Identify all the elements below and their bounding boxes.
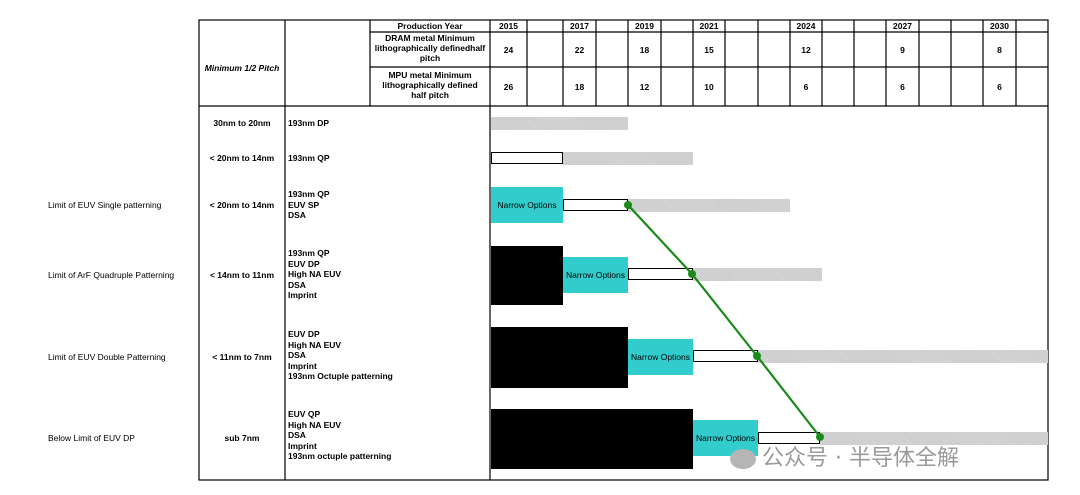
- tech-item: EUV DP: [288, 329, 320, 339]
- node-range-row-5: < 11nm to 7nm: [212, 352, 272, 362]
- narrow-options-row-6: Narrow Options: [693, 420, 758, 456]
- tech-item: High NA EUV: [288, 269, 342, 279]
- tech-item: Imprint: [288, 360, 317, 371]
- black-bar-row-6: [491, 409, 693, 469]
- gray-bar-row-4: [693, 268, 822, 281]
- gray-bar-row-6: [820, 432, 1048, 445]
- watermark: 公众号 · 半导体全解: [730, 440, 959, 472]
- mpu-label: MPU metal Minimum lithographically defin…: [382, 70, 478, 100]
- dram-2019: 18: [639, 45, 650, 55]
- tech-item: DSA: [288, 210, 306, 220]
- tech-item: DSA: [288, 350, 306, 360]
- dram-2030: 8: [997, 45, 1002, 55]
- mpu-2019: 12: [639, 82, 650, 92]
- limit-label-euv-double: Limit of EUV Double Patterning: [48, 352, 166, 362]
- tech-item: High NA EUV: [288, 419, 342, 430]
- mpu-2021: 10: [704, 82, 714, 92]
- tech-list-row-4: 193nm QP EUV DP High NA EUV DSA Imprint: [288, 248, 341, 301]
- tech-list-row-1: 193nm DP: [288, 118, 329, 129]
- trend-line-path: [627, 204, 821, 438]
- tech-item: EUV DP: [288, 258, 320, 269]
- year-2030: 2030: [990, 21, 1009, 31]
- white-bar-row-2: [491, 152, 563, 164]
- node-range-row-1: 30nm to 20nm: [213, 118, 271, 128]
- black-bar-row-4: [491, 246, 563, 305]
- minimum-half-pitch-label: Minimum 1/2 Pitch: [204, 63, 280, 73]
- node-range-row-6: sub 7nm: [224, 433, 260, 443]
- tech-item: 193nm octuple patterning: [288, 451, 392, 461]
- tech-item: Imprint: [288, 290, 317, 300]
- dram-2017: 22: [574, 45, 585, 55]
- gray-bar-row-1: [491, 117, 628, 130]
- trend-point: [624, 201, 632, 209]
- node-range-row-4: < 14nm to 11nm: [209, 270, 274, 280]
- tech-list-row-5: EUV DP High NA EUV DSA Imprint 193nm Oct…: [288, 329, 393, 382]
- tech-item: Imprint: [288, 440, 317, 451]
- tech-item: 193nm QP: [288, 189, 330, 199]
- watermark-text: 公众号 · 半导体全解: [762, 446, 959, 471]
- tech-item: 193nm DP: [288, 118, 330, 128]
- mpu-2027: 6: [900, 82, 905, 92]
- year-2017: 2017: [570, 21, 589, 31]
- tech-item: High NA EUV: [288, 339, 342, 350]
- dram-2024: 12: [801, 45, 811, 55]
- production-year-label: Production Year: [397, 21, 463, 31]
- node-range-row-2: < 20nm to 14nm: [209, 153, 275, 163]
- gray-bar-row-3: [628, 199, 790, 212]
- limit-label-below-euv-dp: Below Limit of EUV DP: [48, 433, 135, 443]
- tech-item: DSA: [288, 430, 306, 440]
- year-2021: 2021: [699, 21, 719, 31]
- narrow-options-row-5: Narrow Options: [628, 339, 693, 375]
- node-range-row-3: < 20nm to 14nm: [209, 200, 275, 210]
- trend-point: [816, 433, 824, 441]
- trend-point: [753, 352, 761, 360]
- black-bar-row-5: [491, 327, 628, 388]
- tech-item: 193nm Octuple patterning: [288, 371, 393, 381]
- tech-item: EUV QP: [288, 409, 321, 419]
- tech-list-row-2: 193nm QP: [288, 153, 330, 164]
- trend-point: [688, 270, 696, 278]
- limit-label-euv-single: Limit of EUV Single patterning: [48, 200, 162, 210]
- mpu-2017: 18: [574, 82, 585, 92]
- mpu-2030: 6: [997, 82, 1002, 92]
- tech-list-row-6: EUV QP High NA EUV DSA Imprint 193nm oct…: [288, 409, 391, 462]
- limit-label-arf-quadruple: Limit of ArF Quadruple Patterning: [48, 270, 175, 280]
- gray-bar-row-5: [758, 350, 1048, 363]
- mpu-2015: 26: [503, 82, 514, 92]
- wechat-icon: [730, 449, 756, 469]
- mpu-2024: 6: [803, 82, 809, 92]
- dram-2021: 15: [704, 45, 714, 55]
- gray-bar-row-2: [563, 152, 693, 165]
- year-2027: 2027: [893, 21, 912, 31]
- tech-list-row-3: 193nm QP EUV SP DSA: [288, 189, 330, 221]
- dram-2015: 24: [503, 45, 514, 55]
- dram-label: DRAM metal Minimum lithographically defi…: [374, 33, 486, 63]
- tech-item: DSA: [288, 279, 306, 290]
- narrow-options-row-3: Narrow Options: [491, 187, 563, 223]
- year-2024: 2024: [796, 21, 816, 31]
- narrow-options-row-4: Narrow Options: [563, 257, 628, 293]
- tech-item: 193nm QP: [288, 153, 330, 163]
- tech-item: 193nm QP: [288, 248, 330, 258]
- year-2019: 2019: [635, 21, 654, 31]
- tech-item: EUV SP: [288, 199, 320, 210]
- year-2015: 2015: [499, 21, 518, 31]
- dram-2027: 9: [900, 45, 905, 55]
